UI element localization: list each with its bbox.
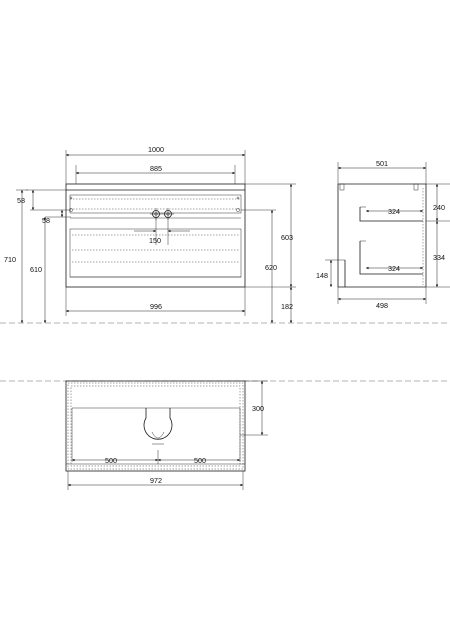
dim-height-620: 620 [265, 263, 277, 272]
dim-tap-spacing: 150 [149, 236, 161, 245]
siphon-cutout [143, 408, 173, 440]
dim-side-shelf-upper: 324 [388, 207, 400, 216]
front-view: 1000 885 58 58 710 610 150 603 [4, 145, 296, 323]
dim-height-610: 610 [30, 265, 42, 274]
side-view: 501 324 324 498 240 334 148 [316, 159, 450, 310]
dim-top-depth: 300 [252, 404, 264, 413]
side-cabinet-outline [337, 184, 346, 288]
top-view: 500 500 300 972 [65, 380, 268, 490]
dim-side-height-148: 148 [316, 271, 328, 280]
dim-height-603: 603 [281, 233, 293, 242]
mount-point-right [236, 208, 240, 212]
dim-top-right-half: 500 [194, 456, 206, 465]
front-cabinet-outline [65, 183, 246, 288]
dim-total-height: 710 [4, 255, 16, 264]
dim-top-total-width: 972 [150, 476, 162, 485]
dim-total-width: 1000 [148, 145, 164, 154]
side-upper-drawer [359, 207, 423, 222]
dim-inner-width: 885 [150, 164, 162, 173]
dim-left-offset-mid: 58 [42, 216, 50, 225]
dim-top-left-half: 500 [105, 456, 117, 465]
dim-side-height-240: 240 [433, 203, 445, 212]
dim-bottom-gap: 182 [281, 302, 293, 311]
dim-side-height-334: 334 [433, 253, 445, 262]
dim-side-top-depth: 501 [376, 159, 388, 168]
dim-side-bottom-depth: 498 [376, 301, 388, 310]
dim-left-offset-top: 58 [17, 196, 25, 205]
dim-side-shelf-lower: 324 [388, 264, 400, 273]
dim-bottom-width: 996 [150, 302, 162, 311]
top-cabinet-outline [65, 380, 246, 472]
side-lower-drawer [359, 241, 423, 275]
